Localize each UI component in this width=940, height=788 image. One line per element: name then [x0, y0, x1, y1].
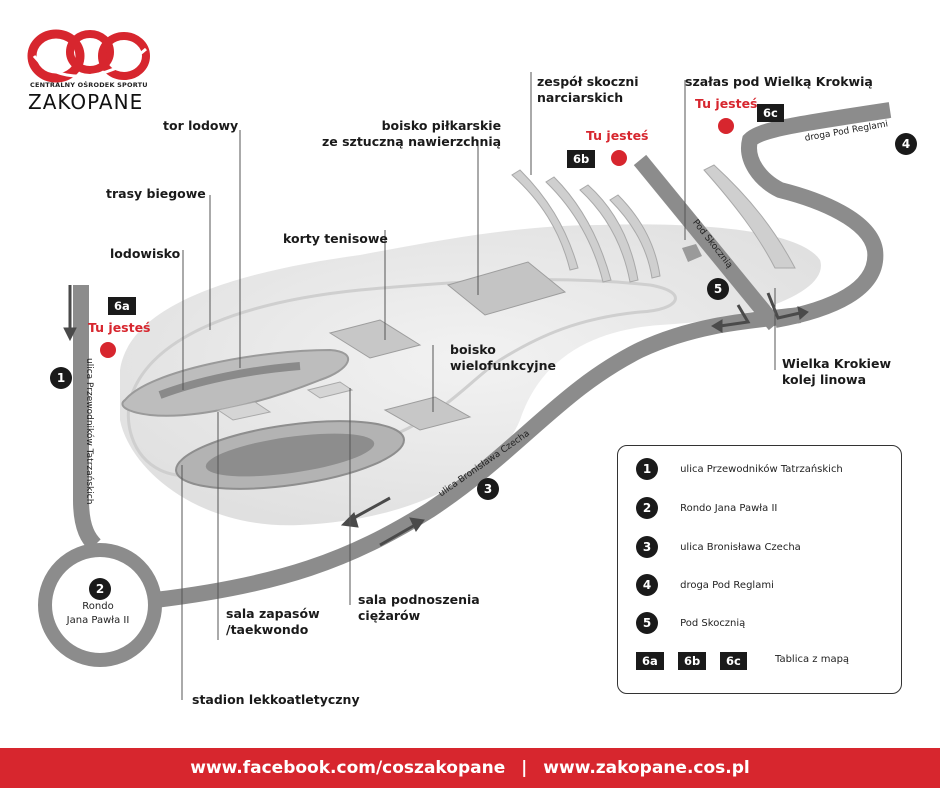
legend-item-3: 3 ulica Bronisława Czecha [636, 536, 801, 558]
label-boisko-wielofunkcyjne: boisko wielofunkcyjne [450, 342, 556, 373]
label-trasy-biegowe: trasy biegowe [106, 186, 206, 201]
road-number-4: 4 [895, 133, 917, 155]
football-pitch [446, 261, 567, 316]
legend-item-4: 4 droga Pod Reglami [636, 574, 774, 596]
road-label-1: ulica Przewodników Tatrzańskich [84, 358, 94, 505]
logo-subtitle: CENTRALNY OŚRODEK SPORTU [30, 81, 148, 89]
label-korty: korty tenisowe [283, 231, 388, 246]
road-number-1: 1 [50, 367, 72, 389]
legend-item-1: 1 ulica Przewodników Tatrzańskich [636, 458, 843, 480]
road-number-5: 5 [707, 278, 729, 300]
legend-text-2: Rondo Jana Pawła II [680, 502, 778, 514]
legend-boards-caption: Tablica z mapą [775, 654, 850, 665]
map-legend: 1 ulica Przewodników Tatrzańskich 2 Rond… [617, 445, 902, 694]
label-skocznie: zespół skoczni narciarskich [537, 74, 639, 105]
legend-text-4: droga Pod Reglami [680, 579, 774, 591]
logo-city: ZAKOPANE [28, 90, 144, 114]
label-sala-zapasow: sala zapasów /taekwondo [226, 606, 320, 637]
you-are-here-6a: Tu jesteś [88, 320, 151, 335]
you-are-here-6b: Tu jesteś [586, 128, 649, 143]
marker-dot-6b [611, 150, 627, 166]
legend-number-4: 4 [636, 574, 658, 596]
roundabout-label: Rondo Jana Pawła II [66, 601, 130, 626]
you-are-here-6c: Tu jesteś [695, 96, 758, 111]
facebook-link[interactable]: www.facebook.com/coszakopane [190, 758, 506, 778]
ski-jumps [511, 164, 796, 283]
legend-number-1: 1 [636, 458, 658, 480]
tennis-courts [328, 319, 422, 359]
legend-number-3: 3 [636, 536, 658, 558]
cable-station [682, 244, 702, 262]
road-number-2: 2 [89, 578, 111, 600]
legend-text-3: ulica Bronisława Czecha [680, 541, 801, 553]
board-6c: 6c [757, 104, 784, 122]
legend-number-5: 5 [636, 612, 658, 634]
label-wielka-krokiew: Wielka Krokiew kolej linowa [782, 356, 891, 387]
cos-logo [27, 29, 150, 83]
roads [38, 102, 892, 667]
legend-board-6a: 6a [636, 652, 664, 670]
label-sala-ciezarow: sala podnoszenia ciężarów [358, 592, 480, 623]
multipurpose-field [383, 396, 472, 431]
legend-item-5: 5 Pod Skocznią [636, 612, 745, 634]
legend-text-1: ulica Przewodników Tatrzańskich [680, 463, 843, 475]
label-tor-lodowy: tor lodowy [163, 118, 239, 133]
legend-board-6b: 6b [678, 652, 707, 670]
label-lodowisko: lodowisko [110, 246, 181, 261]
footer-separator: | [521, 758, 528, 778]
marker-dot-6a [100, 342, 116, 358]
legend-text-5: Pod Skocznią [680, 617, 746, 629]
footer-bar: www.facebook.com/coszakopane | www.zakop… [0, 748, 940, 788]
website-link[interactable]: www.zakopane.cos.pl [543, 758, 750, 778]
label-boisko-pilkarskie: boisko piłkarskie ze sztuczną nawierzchn… [322, 118, 502, 149]
marker-dot-6c [718, 118, 734, 134]
hall-block [216, 401, 272, 421]
label-stadion: stadion lekkoatletyczny [192, 692, 360, 707]
map-graphics [38, 72, 892, 700]
legend-number-2: 2 [636, 497, 658, 519]
board-6b: 6b [567, 150, 596, 168]
legend-board-6c: 6c [720, 652, 747, 670]
legend-item-2: 2 Rondo Jana Pawła II [636, 497, 777, 519]
road-number-3: 3 [477, 478, 499, 500]
label-szalas: szałas pod Wielką Krokwią [685, 74, 873, 89]
pointer-lines [181, 72, 776, 700]
board-6a: 6a [108, 297, 136, 315]
